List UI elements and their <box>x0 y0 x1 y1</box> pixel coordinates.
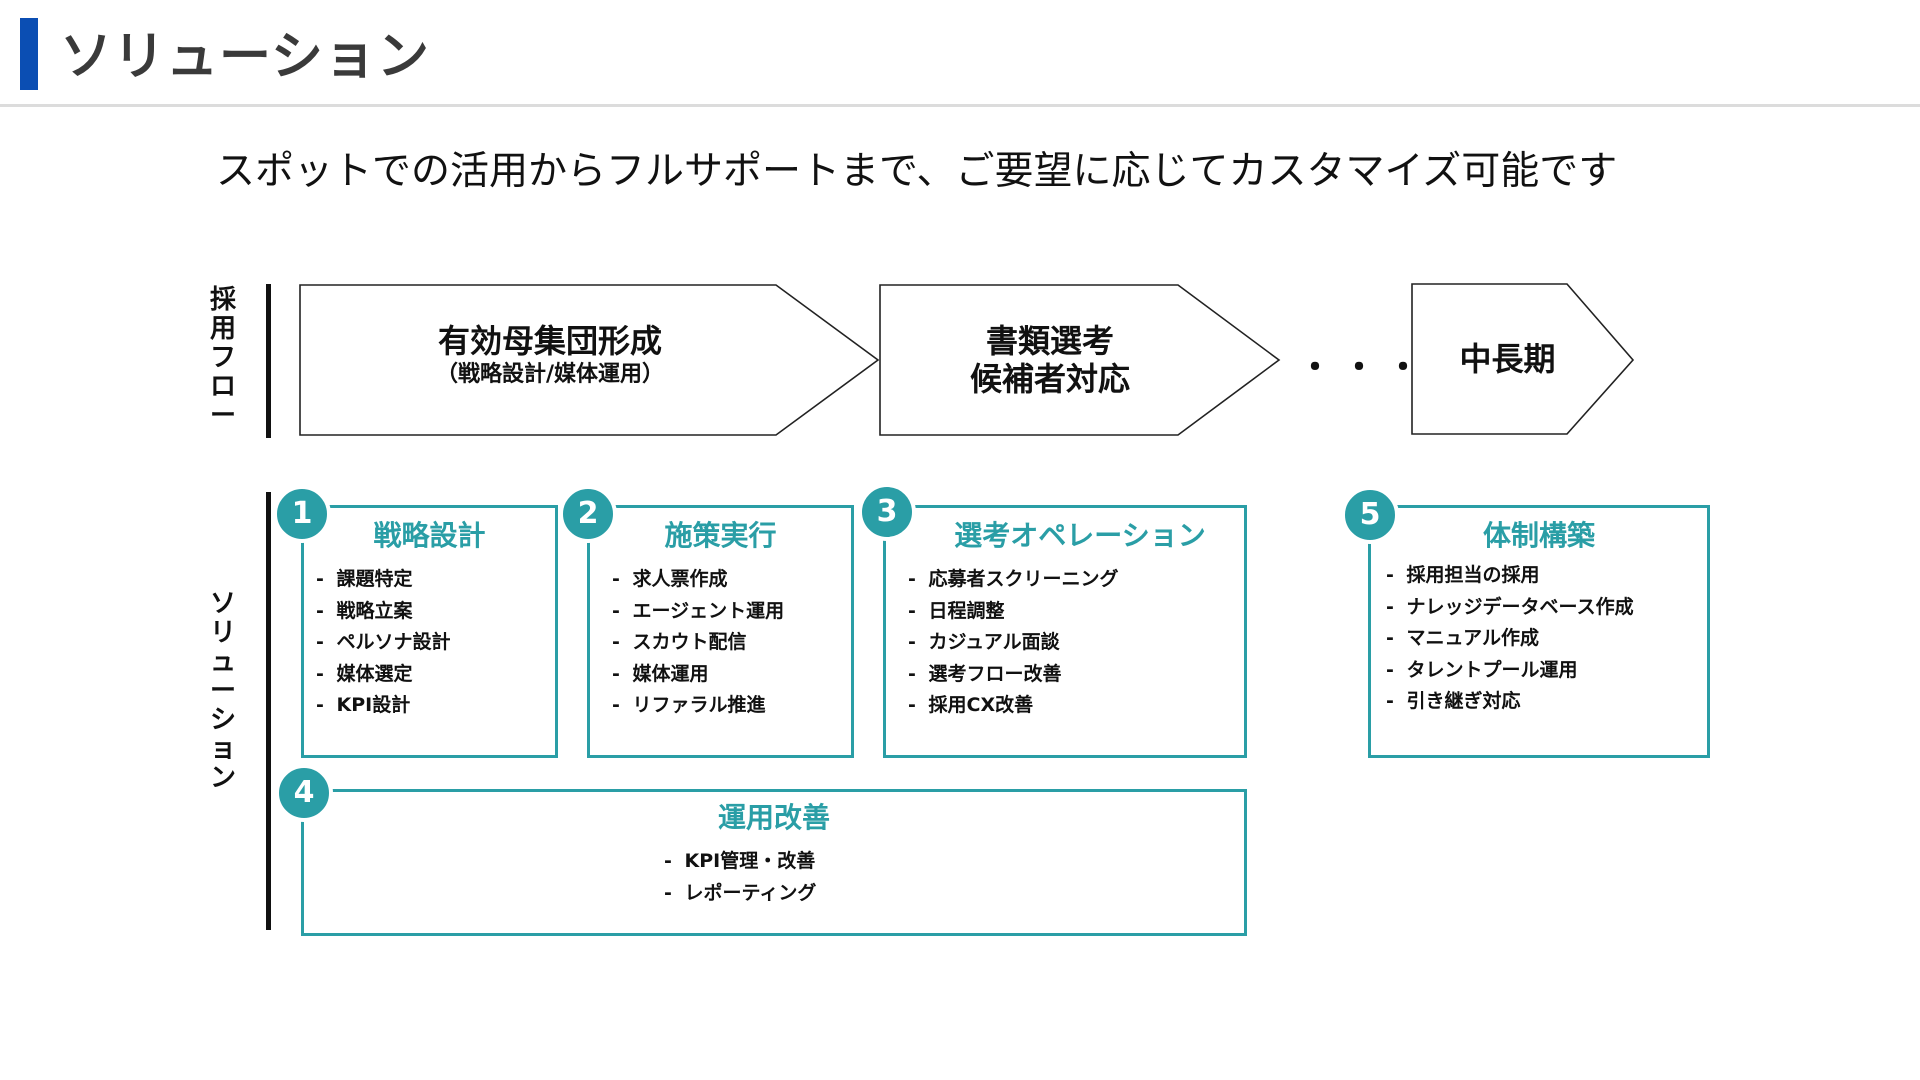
flow-step-3: 中長期 <box>1420 340 1595 378</box>
list-item: 媒体運用 <box>612 659 851 691</box>
list-item: KPI設計 <box>316 690 555 722</box>
list-item: エージェント運用 <box>612 596 851 628</box>
list-item: KPI管理・改善 <box>664 846 1244 878</box>
list-item: ナレッジデータベース作成 <box>1386 592 1707 624</box>
page-subtitle: スポットでの活用からフルサポートまで、ご要望に応じてカスタマイズ可能です <box>216 149 1618 194</box>
flow-step-2-line1: 書類選考 <box>985 322 1114 360</box>
list-item: カジュアル面談 <box>908 627 1244 659</box>
solution-badge-2: 2 <box>559 485 617 543</box>
solution-badge-1: 1 <box>273 485 331 543</box>
list-item: 日程調整 <box>908 596 1244 628</box>
flow-step-3-arrow <box>1411 283 1635 435</box>
list-item: 採用CX改善 <box>908 690 1244 722</box>
list-item: 選考フロー改善 <box>908 659 1244 691</box>
solution-card-3: 選考オペレーション 応募者スクリーニング 日程調整 カジュアル面談 選考フロー改… <box>883 505 1247 758</box>
flow-step-1: 有効母集団形成 （戦略設計/媒体運用） <box>320 322 780 390</box>
solution-card-4: 運用改善 KPI管理・改善 レポーティング <box>301 789 1247 936</box>
flow-section-label: 採用フロー <box>209 285 236 431</box>
solution-badge-3: 3 <box>858 483 916 541</box>
title-accent-bar <box>20 18 38 90</box>
list-item: 戦略立案 <box>316 596 555 628</box>
list-item: 採用担当の採用 <box>1386 560 1707 592</box>
solution-card-4-list: KPI管理・改善 レポーティング <box>664 846 1244 909</box>
list-item: マニュアル作成 <box>1386 623 1707 655</box>
flow-ellipsis: ・・・ <box>1298 348 1430 388</box>
flow-section-line <box>266 284 271 438</box>
list-item: 応募者スクリーニング <box>908 564 1244 596</box>
solution-card-1-title: 戦略設計 <box>373 519 486 552</box>
flow-step-2: 書類選考 候補者対応 <box>900 322 1200 398</box>
solution-card-4-title: 運用改善 <box>717 801 830 834</box>
flow-step-2-arrow <box>879 284 1281 436</box>
list-item: 媒体選定 <box>316 659 555 691</box>
solution-card-3-list: 応募者スクリーニング 日程調整 カジュアル面談 選考フロー改善 採用CX改善 <box>908 564 1244 722</box>
page-title: ソリューション <box>60 27 430 87</box>
solution-card-5: 体制構築 採用担当の採用 ナレッジデータベース作成 マニュアル作成 タレントプー… <box>1368 505 1710 758</box>
flow-step-1-subtitle: （戦略設計/媒体運用） <box>435 362 665 387</box>
solution-section-label: ソリューション <box>209 589 236 793</box>
solution-card-2: 施策実行 求人票作成 エージェント運用 スカウト配信 媒体運用 リファラル推進 <box>587 505 854 758</box>
solution-section-line <box>266 492 271 930</box>
list-item: リファラル推進 <box>612 690 851 722</box>
solution-card-2-title: 施策実行 <box>664 519 777 552</box>
solution-card-3-title: 選考オペレーション <box>954 519 1206 552</box>
solution-card-5-title: 体制構築 <box>1482 519 1595 552</box>
list-item: 課題特定 <box>316 564 555 596</box>
flow-step-1-arrow <box>299 284 880 436</box>
flow-step-1-title: 有効母集団形成 <box>437 322 662 360</box>
list-item: 求人票作成 <box>612 564 851 596</box>
solution-badge-5: 5 <box>1341 486 1399 544</box>
list-item: レポーティング <box>664 878 1244 910</box>
solution-badge-4: 4 <box>275 764 333 822</box>
solution-card-2-list: 求人票作成 エージェント運用 スカウト配信 媒体運用 リファラル推進 <box>612 564 851 722</box>
list-item: 引き継ぎ対応 <box>1386 686 1707 718</box>
list-item: スカウト配信 <box>612 627 851 659</box>
solution-card-5-list: 採用担当の採用 ナレッジデータベース作成 マニュアル作成 タレントプール運用 引… <box>1386 560 1707 718</box>
solution-card-1-list: 課題特定 戦略立案 ペルソナ設計 媒体選定 KPI設計 <box>316 564 555 722</box>
list-item: タレントプール運用 <box>1386 655 1707 687</box>
solution-card-1: 戦略設計 課題特定 戦略立案 ペルソナ設計 媒体選定 KPI設計 <box>301 505 558 758</box>
flow-step-2-line2: 候補者対応 <box>969 360 1130 398</box>
flow-step-3-title: 中長期 <box>1459 340 1556 378</box>
list-item: ペルソナ設計 <box>316 627 555 659</box>
header-divider <box>0 104 1920 107</box>
